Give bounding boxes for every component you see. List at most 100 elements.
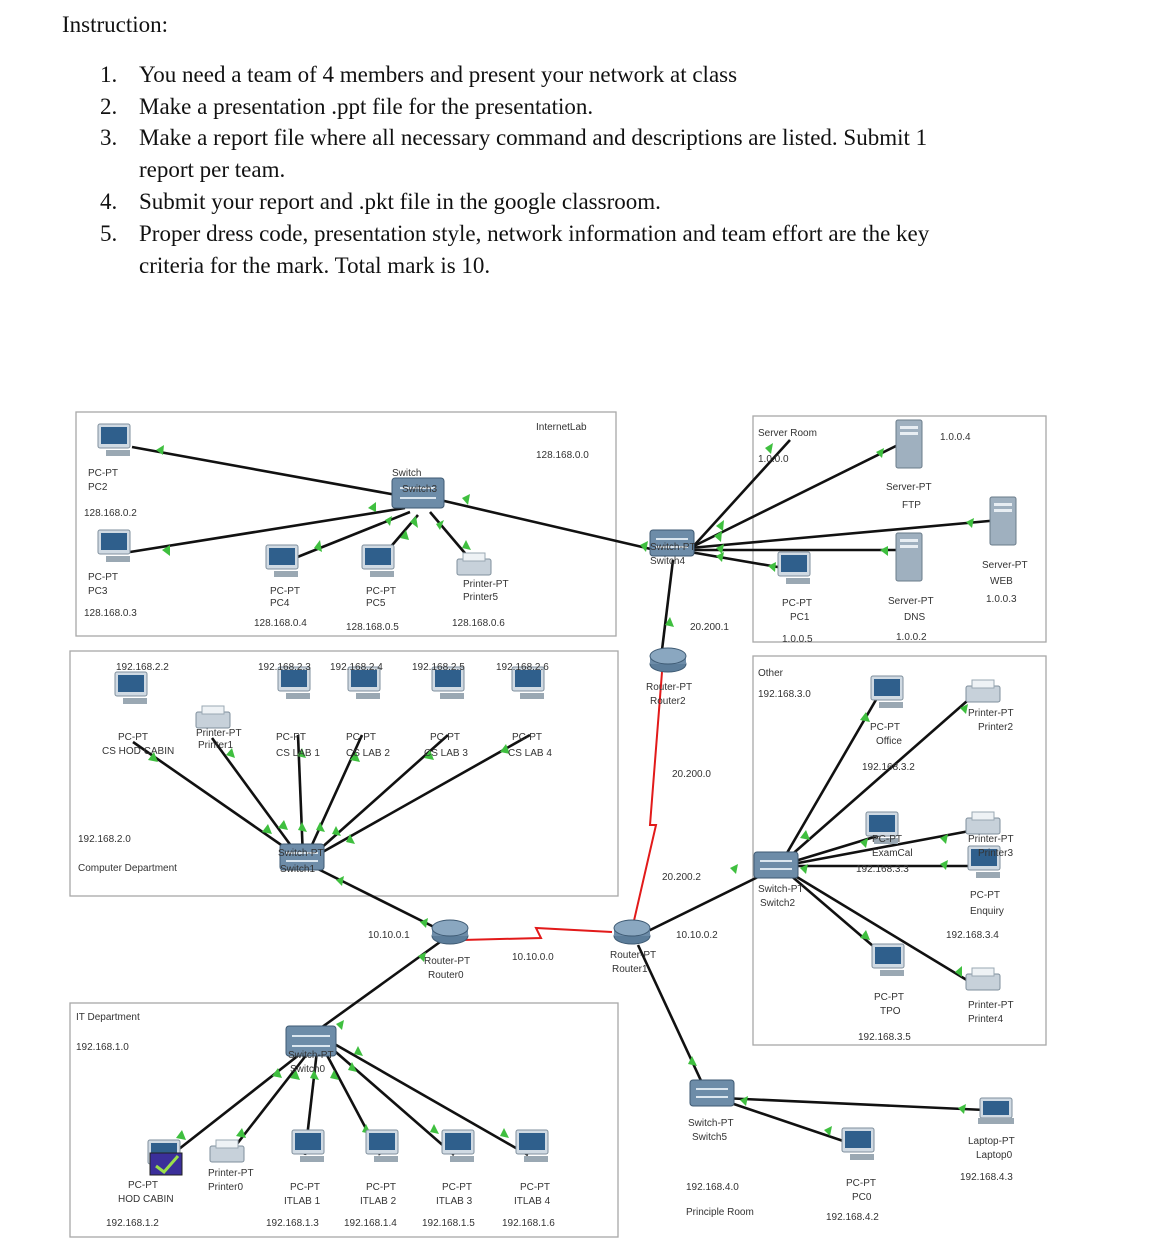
instruction-item-3-line-2: report per team. (139, 157, 285, 182)
device-switch2-type: Switch-PT (758, 884, 804, 895)
network-areas (69, 411, 1047, 1238)
device-office-name: Office (876, 736, 902, 747)
device-ftp-name: FTP (902, 500, 921, 511)
device-pc5-ip: 128.168.0.5 (346, 622, 399, 633)
device-printer2-type: Printer-PT (968, 708, 1014, 719)
cable-switch1-cslab4 (311, 733, 531, 860)
link-light (336, 876, 344, 886)
pc-icon (431, 666, 465, 699)
device-itlab1-ip: 192.168.1.3 (266, 1218, 319, 1229)
link-ip-label: 10.10.0.2 (676, 930, 718, 941)
device-itlab2-ip: 192.168.1.4 (344, 1218, 397, 1229)
device-cshod-ip: 192.168.2.2 (116, 662, 169, 673)
router-icon (649, 647, 687, 673)
device-web-name: WEB (990, 576, 1013, 587)
link-light (290, 1070, 300, 1080)
pc-icon (870, 675, 904, 708)
cable-router1-switch2 (639, 873, 763, 937)
instruction-heading: Instruction: (62, 12, 168, 37)
link-light (297, 748, 306, 758)
device-enquiry-name: Enquiry (970, 906, 1004, 917)
link-light (462, 494, 470, 505)
printer-icon (965, 811, 1001, 835)
device-dns-type: Server-PT (888, 596, 934, 607)
link-light (716, 520, 724, 531)
link-light (966, 518, 974, 528)
device-itlab3-ip: 192.168.1.5 (422, 1218, 475, 1229)
link-ip-label: 10.10.0.0 (512, 952, 554, 963)
device-switch2-name: Switch2 (760, 898, 795, 909)
device-printer3-type: Printer-PT (968, 834, 1014, 845)
device-itlab2-name: ITLAB 2 (360, 1196, 397, 1207)
device-tpo-type: PC-PT (874, 992, 904, 1003)
device-pc1-ip: 1.0.0.5 (782, 634, 813, 645)
device-switch0-name: Switch0 (290, 1064, 325, 1075)
switch-icon (279, 843, 325, 871)
device-pc2-type: PC-PT (88, 468, 118, 479)
link-light (314, 540, 322, 552)
instruction-item-5-number: 5. (100, 221, 117, 246)
instruction-item-1-line-1: You need a team of 4 members and present… (139, 62, 737, 87)
link-light (740, 1096, 748, 1106)
device-laptop0-type: Laptop-PT (968, 1136, 1015, 1147)
pc-icon (361, 544, 395, 577)
device-pc3-name: PC3 (88, 586, 108, 597)
device-pc1-type: PC-PT (782, 598, 812, 609)
device-router0-name: Router0 (428, 970, 464, 981)
link-light (462, 540, 471, 550)
device-router2-type: Router-PT (646, 682, 692, 693)
cable-switch1-cshod (132, 740, 301, 860)
device-pc5-type: PC-PT (366, 586, 396, 597)
device-itlab1-name: ITLAB 1 (284, 1196, 321, 1207)
link-ip-label: 10.10.0.1 (368, 930, 410, 941)
pc-icon (97, 423, 131, 456)
cable-switch5-pc0 (721, 1098, 856, 1147)
device-labels: PC-PT PC2 128.168.0.2 PC-PT PC3 128.168.… (84, 432, 1028, 1229)
device-cslab1-ip: 192.168.2.3 (258, 662, 311, 673)
cable-switch4-serverroom (689, 439, 791, 551)
cable-links (129, 438, 1001, 1162)
switch-icon (689, 1079, 735, 1107)
device-examcal-name: ExamCal (872, 848, 913, 859)
link-light (236, 1128, 246, 1138)
device-dns-name: DNS (904, 612, 925, 623)
area-it-department-name: IT Department (76, 1012, 140, 1023)
link-light (665, 617, 674, 627)
cable-switch2-printer4 (781, 866, 976, 987)
pc-icon (365, 1129, 399, 1162)
area-principle-room-name: Principle Room (686, 1207, 754, 1218)
cable-switch0-itlab3 (321, 1039, 455, 1156)
instruction-item-1-number: 1. (100, 62, 117, 87)
area-computer-department (69, 650, 619, 897)
device-examcal-ip: 192.168.3.3 (856, 864, 909, 875)
device-cslab4-type: PC-PT (512, 732, 542, 743)
cable-switch5-laptop0 (721, 1096, 986, 1112)
link-ip-label: 20.200.1 (690, 622, 729, 633)
instruction-item-2-line-1: Make a presentation .ppt file for the pr… (139, 94, 593, 119)
device-icons (97, 419, 1017, 1176)
pc-icon (967, 845, 1001, 878)
printer-icon (456, 552, 492, 576)
device-cslab4-name: CS LAB 4 (508, 748, 552, 759)
laptop-icon (978, 1097, 1014, 1124)
device-itlab4-type: PC-PT (520, 1182, 550, 1193)
area-computer-department-subnet: 192.168.2.0 (78, 834, 131, 845)
device-itlab3-name: ITLAB 3 (436, 1196, 473, 1207)
link-light (768, 562, 776, 572)
link-light (800, 830, 810, 840)
check-icon (155, 1155, 180, 1175)
device-pc0-name: PC0 (852, 1192, 872, 1203)
link-light (410, 516, 418, 528)
device-hod-ip: 192.168.1.2 (106, 1218, 159, 1229)
link-light (500, 744, 510, 754)
device-printer2-name: Printer2 (978, 722, 1013, 733)
printer-icon (965, 967, 1001, 991)
device-cslab4-ip: 192.168.2.6 (496, 662, 549, 673)
cable-switch2-printer2 (779, 693, 976, 866)
instruction-item-5-line-2: criteria for the mark. Total mark is 10. (139, 253, 490, 278)
device-ftp-type: Server-PT (886, 482, 932, 493)
link-light (424, 750, 434, 760)
area-other-subnet: 192.168.3.0 (758, 689, 811, 700)
printer-icon (209, 1139, 245, 1163)
device-router2-name: Router2 (650, 696, 686, 707)
